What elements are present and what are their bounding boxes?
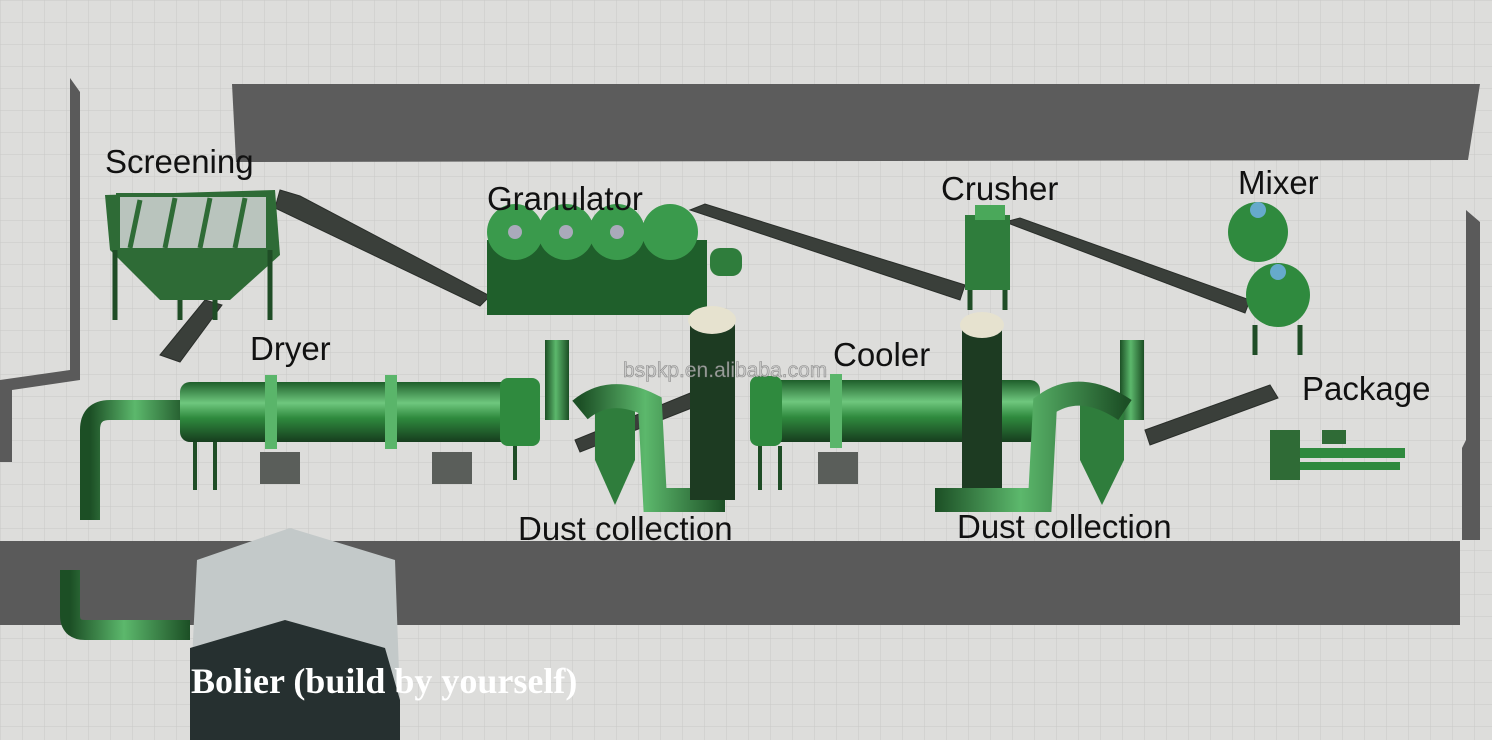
wall-top	[232, 84, 1480, 162]
wall-right	[1462, 210, 1480, 540]
label-dust-collection-1: Dust collection	[518, 510, 733, 547]
package-machine	[1270, 430, 1405, 480]
conveyors	[159, 189, 1279, 453]
dust-collector-1	[545, 306, 736, 512]
wall-left	[0, 78, 80, 462]
label-crusher: Crusher	[941, 170, 1059, 207]
granulator-machine	[487, 204, 742, 315]
label-dryer: Dryer	[250, 330, 331, 367]
label-screening: Screening	[105, 143, 254, 180]
dryer-machine	[80, 375, 540, 520]
conveyor-package	[1144, 384, 1279, 446]
label-mixer: Mixer	[1238, 164, 1319, 201]
label-granulator: Granulator	[487, 180, 643, 217]
watermark: bspkp.en.alibaba.com	[623, 359, 828, 382]
mixer-machine	[1228, 202, 1310, 355]
label-cooler: Cooler	[833, 336, 931, 373]
crusher-machine	[965, 205, 1010, 310]
label-boiler: Bolier (build by yourself)	[191, 661, 578, 701]
conveyor-dryer-feed	[159, 299, 223, 363]
label-package: Package	[1302, 370, 1431, 407]
screening-machine	[105, 190, 280, 320]
dust-collector-2	[935, 312, 1144, 512]
boiler-building	[60, 528, 400, 740]
label-dust-collection-2: Dust collection	[957, 508, 1172, 545]
